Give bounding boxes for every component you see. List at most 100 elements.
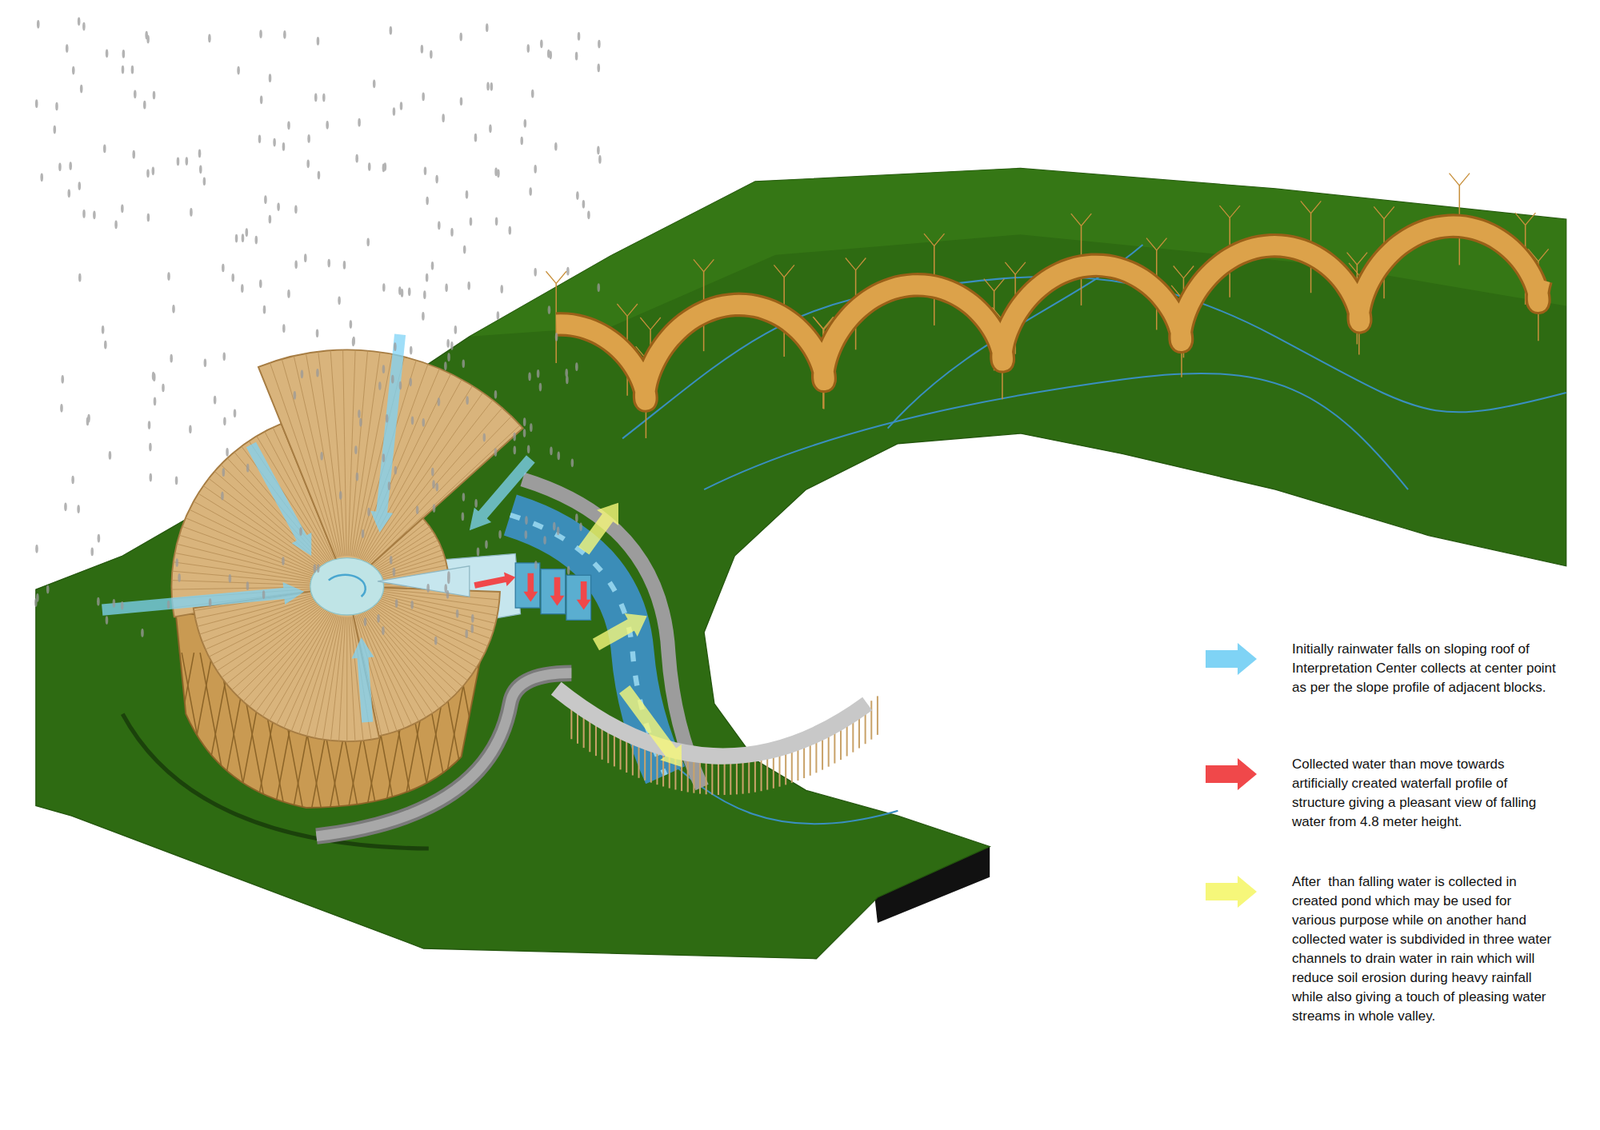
rain-drop xyxy=(233,409,237,419)
rain-drop xyxy=(372,79,376,88)
rain-drop xyxy=(133,89,137,99)
rain-drop xyxy=(389,556,393,565)
rain-drop xyxy=(235,234,239,244)
rain-drop xyxy=(465,190,469,200)
rain-drop xyxy=(258,134,262,144)
rain-drop xyxy=(281,556,285,566)
rain-drop xyxy=(534,560,538,570)
roof-rafter xyxy=(276,613,334,725)
rain-drop xyxy=(441,113,445,123)
rain-drop xyxy=(576,191,580,200)
rain-drop xyxy=(533,268,537,277)
rain-drop xyxy=(444,361,448,371)
rain-drop xyxy=(283,30,287,40)
rain-drop xyxy=(524,119,528,128)
boardwalk-canopy xyxy=(984,279,1005,292)
swatch-arrow xyxy=(1205,758,1257,791)
rain-drop xyxy=(356,472,360,482)
legend-row: After than falling water is collected in… xyxy=(1204,872,1556,1027)
rain-drop xyxy=(577,32,581,41)
rain-drop xyxy=(140,628,144,638)
rain-drop xyxy=(597,40,601,49)
rain-drop xyxy=(392,107,396,116)
rain-drop xyxy=(432,480,436,489)
boardwalk xyxy=(545,173,1548,439)
rain-drop xyxy=(539,383,543,392)
rain-drop xyxy=(435,175,439,184)
rain-drop xyxy=(486,82,490,92)
boardwalk-canopy xyxy=(1300,200,1322,213)
rain-drop xyxy=(388,481,392,491)
roof-rafter xyxy=(374,540,439,573)
rain-drop xyxy=(64,502,68,512)
rain-drop xyxy=(198,149,202,159)
rain-drop xyxy=(512,432,516,442)
rain-drop xyxy=(327,259,331,268)
rain-drop xyxy=(520,136,524,146)
rain-drop xyxy=(400,101,404,111)
rainwater-arrow xyxy=(101,582,304,616)
boardwalk-canopy xyxy=(616,304,638,316)
rain-drop xyxy=(368,162,372,172)
boardwalk-canopy xyxy=(1173,266,1195,279)
rain-drop xyxy=(420,44,424,54)
rain-drop xyxy=(571,458,575,468)
rain-drop xyxy=(575,362,579,372)
rain-drop xyxy=(103,144,107,154)
rain-drop xyxy=(540,39,544,48)
rain-drop xyxy=(450,228,454,237)
rain-drop xyxy=(431,468,435,477)
rain-drop xyxy=(474,499,478,508)
terrain xyxy=(36,168,1567,959)
rain-drop xyxy=(488,124,492,133)
rain-drop xyxy=(382,364,386,374)
rain-drop xyxy=(494,390,498,400)
lattice-line xyxy=(475,652,506,816)
rain-drop xyxy=(421,92,425,102)
roof-rafter xyxy=(305,353,342,557)
rain-drop xyxy=(524,530,528,540)
rain-drop xyxy=(58,162,62,172)
rain-drop xyxy=(409,346,413,356)
legend-swatch xyxy=(1204,756,1260,792)
rain-drop xyxy=(147,213,151,223)
rain-drop xyxy=(554,142,558,152)
rain-drop xyxy=(382,283,386,292)
rain-drop xyxy=(474,133,478,143)
rain-drop xyxy=(96,597,100,607)
rain-drop xyxy=(425,196,429,206)
lattice-line xyxy=(181,652,212,816)
rain-drop xyxy=(67,188,71,198)
swirl xyxy=(328,575,366,597)
rain-drop xyxy=(35,99,39,108)
rain-drop xyxy=(240,284,244,293)
lattice-line xyxy=(475,652,506,816)
rain-drop xyxy=(153,397,157,407)
roof-rafter xyxy=(212,601,321,664)
rain-drop xyxy=(264,195,268,204)
rain-drop xyxy=(304,253,308,263)
roof-rafter xyxy=(374,600,485,654)
rain-drop xyxy=(245,228,249,237)
rain-drop xyxy=(565,376,569,385)
rain-drop xyxy=(46,585,50,595)
boardwalk-canopy xyxy=(1347,252,1368,265)
rain-drop xyxy=(598,155,602,164)
rain-drop xyxy=(276,202,280,212)
waterfall-step xyxy=(566,575,592,620)
rain-drop xyxy=(437,221,441,231)
boardwalk-edge xyxy=(556,226,1541,401)
legend-text: After than falling water is collected in… xyxy=(1292,872,1556,1027)
rain-drop xyxy=(462,492,466,502)
rain-drop xyxy=(496,311,500,320)
rain-drop xyxy=(450,341,454,351)
rain-drop xyxy=(60,404,64,413)
rain-drop xyxy=(300,369,304,379)
rain-drop xyxy=(454,325,458,335)
rain-drop xyxy=(317,171,321,180)
rain-drop xyxy=(314,93,318,103)
rain-drop xyxy=(460,96,464,106)
roof-rafter xyxy=(368,608,452,699)
rain-drop xyxy=(528,187,532,196)
rain-drop xyxy=(393,342,397,352)
